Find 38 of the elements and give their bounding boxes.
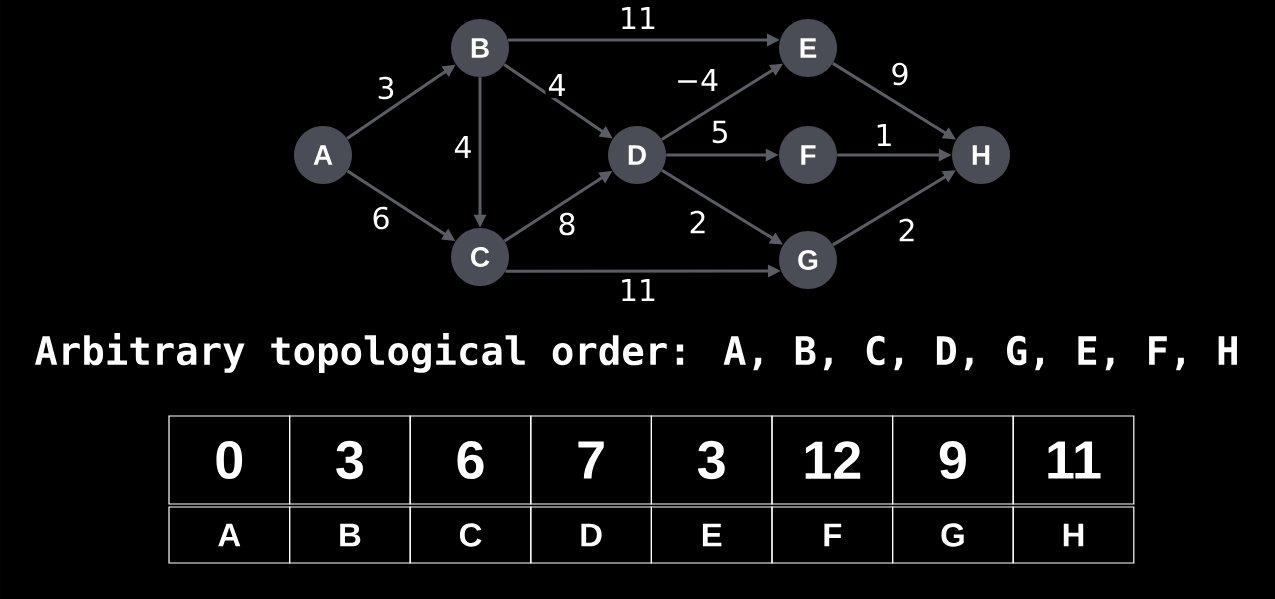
graph-node: F <box>779 126 837 184</box>
edge-label: 9 <box>888 60 912 88</box>
table-cell: A <box>168 506 291 564</box>
graph-node: A <box>294 126 352 184</box>
table-cell: 11 <box>1012 415 1135 505</box>
graph-node: C <box>451 228 509 286</box>
graph-node: B <box>451 19 509 77</box>
table-cell: D <box>530 506 652 564</box>
edge-label: 4 <box>451 134 475 160</box>
table-cell: 12 <box>771 415 894 505</box>
order-sentence: Arbitrary topological order: A, B, C, D, G, E, F, H <box>35 333 1237 373</box>
table-cell: 7 <box>530 415 652 505</box>
edge-label: 4 <box>545 72 569 98</box>
table-cell: G <box>892 506 1014 564</box>
edge-label: −4 <box>672 67 722 93</box>
graph-node: E <box>779 19 837 77</box>
table-cell: 0 <box>168 415 291 505</box>
table-cell: 3 <box>289 415 411 505</box>
edge-label: 2 <box>895 216 919 244</box>
edge-label: 5 <box>708 118 732 146</box>
table-cell: 6 <box>409 415 532 505</box>
graph-node: H <box>952 126 1010 184</box>
edge-label: 1 <box>872 122 896 148</box>
table-cell: H <box>1012 506 1135 564</box>
edge-label: 11 <box>616 5 660 31</box>
table-cell: C <box>409 506 532 564</box>
table-cell: 9 <box>892 415 1014 505</box>
edge-label: 8 <box>555 210 579 238</box>
table-cell: E <box>650 506 773 564</box>
graph-node: D <box>608 126 666 184</box>
edge-label: 6 <box>369 204 393 232</box>
table-cell: 3 <box>650 415 773 505</box>
table-cell: F <box>771 506 894 564</box>
edge-label: 11 <box>616 277 660 303</box>
edge-label: 2 <box>686 208 710 236</box>
edge-label: 3 <box>374 74 398 102</box>
table-cell: B <box>289 506 411 564</box>
graph-node: G <box>779 231 837 289</box>
